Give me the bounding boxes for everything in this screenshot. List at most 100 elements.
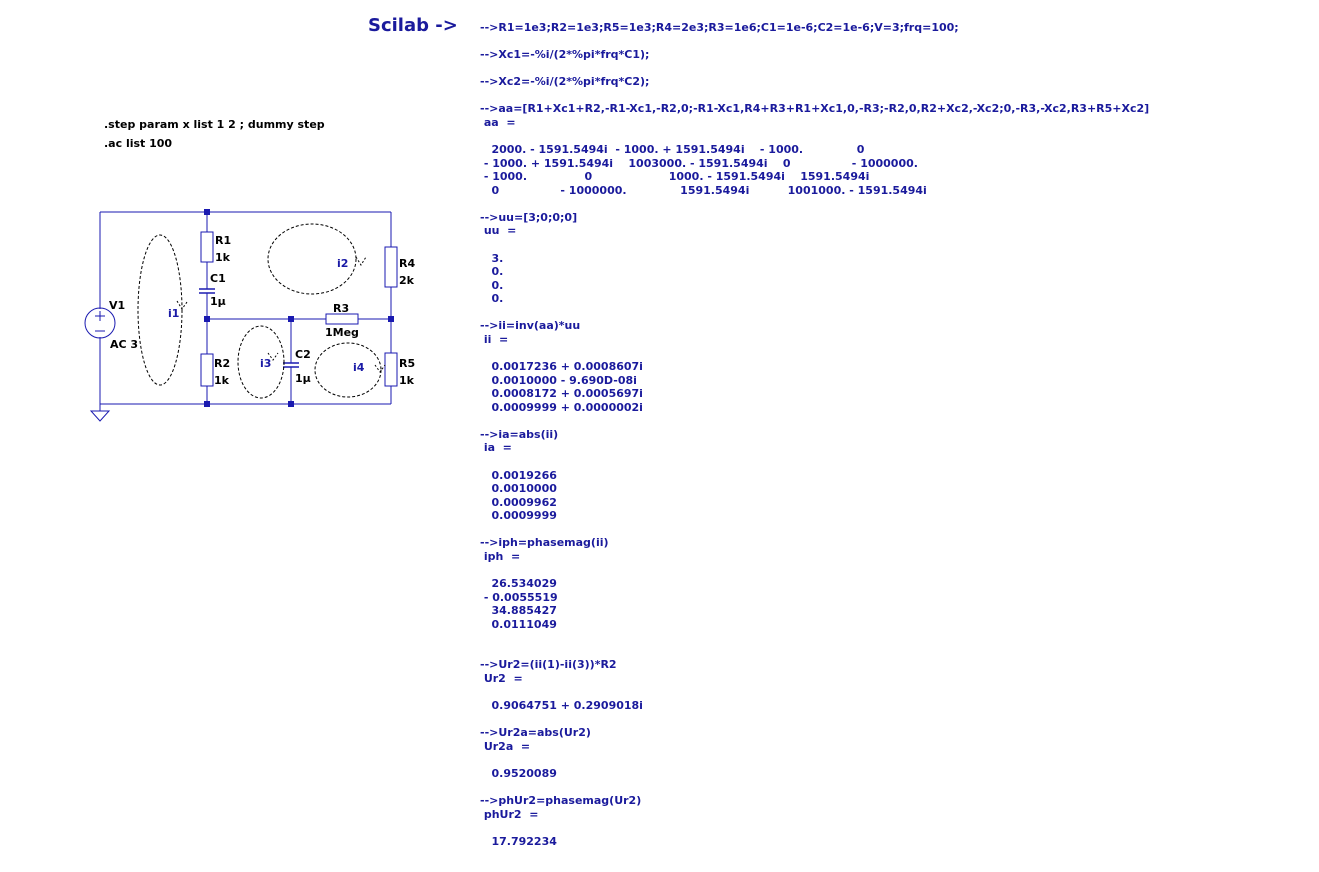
scilab-label: Scilab -> xyxy=(368,15,458,36)
console-line: ii = xyxy=(480,332,509,346)
console-line: 0. xyxy=(480,292,504,306)
resistor-r3 xyxy=(325,313,359,325)
console-line: 0.9064751 + 0.2909018i xyxy=(480,699,643,713)
v1-value: AC 3 xyxy=(110,338,138,351)
console-line: -->Ur2a=abs(Ur2) xyxy=(480,726,591,740)
console-line xyxy=(480,306,1149,320)
loop-arrows xyxy=(176,256,386,373)
console-line: 0.0009999 xyxy=(480,509,557,523)
loop-i4-label: i4 xyxy=(353,361,365,374)
console-line: Ur2 = xyxy=(480,672,523,685)
loop-i4-path xyxy=(314,342,382,398)
console-line xyxy=(480,238,1149,252)
console-line xyxy=(480,414,1149,428)
resistor-r1 xyxy=(200,231,214,263)
resistor-r2 xyxy=(200,353,214,387)
console-line: - 1000. + 1591.5494i 1003000. - 1591.549… xyxy=(480,156,918,170)
v1-name: V1 xyxy=(109,299,125,312)
r2-name: R2 xyxy=(214,357,230,370)
console-line: -->phUr2=phasemag(Ur2) xyxy=(480,794,642,808)
console-line xyxy=(480,455,1149,469)
r2-value: 1k xyxy=(214,374,230,387)
console-line xyxy=(480,686,1149,700)
resistor-r5 xyxy=(384,352,398,387)
junction-dots xyxy=(204,209,394,407)
console-line: 0.9520089 xyxy=(480,766,557,780)
c1-value: 1µ xyxy=(210,295,226,308)
loop-i2-path xyxy=(267,223,357,295)
console-line xyxy=(480,753,1149,767)
console-line xyxy=(480,523,1149,537)
loop-i2-label: i2 xyxy=(337,257,348,270)
ground-symbol xyxy=(89,410,111,422)
console-line: 0.0019266 xyxy=(480,468,557,482)
console-line xyxy=(480,197,1149,211)
loop-i1-path xyxy=(137,234,183,386)
r3-name: R3 xyxy=(333,302,349,315)
r5-name: R5 xyxy=(399,357,415,370)
console-line: -->Xc1=-%i/(2*%pi*frq*C1); xyxy=(480,48,650,62)
console-line xyxy=(480,89,1149,103)
console-line: 0 - 1000000. 1591.5494i 1001000. - 1591.… xyxy=(480,183,927,197)
console-line: - 0.0055519 xyxy=(480,590,558,604)
console-line: ia = xyxy=(480,441,512,455)
console-line: 0.0008172 + 0.0005697i xyxy=(480,387,643,401)
r1-value: 1k xyxy=(215,251,231,264)
console-line: phUr2 = xyxy=(480,807,539,821)
console-line: 26.534029 xyxy=(480,577,557,591)
console-line xyxy=(480,35,1149,49)
console-line xyxy=(480,564,1149,578)
console-line: -->iph=phasemag(ii) xyxy=(480,536,609,550)
r3-value: 1Meg xyxy=(325,326,359,339)
console-line: -->aa=[R1+Xc1+R2,-R1-Xc1,-R2,0;-R1-Xc1,R… xyxy=(480,102,1150,116)
console-line xyxy=(480,347,1149,361)
console-line: 0.0009999 + 0.0000002i xyxy=(480,400,643,414)
c2-name: C2 xyxy=(295,348,311,361)
capacitor-c2 xyxy=(283,362,299,371)
r5-value: 1k xyxy=(399,374,415,387)
console-line xyxy=(480,645,1149,659)
console-line xyxy=(480,821,1149,835)
console-line xyxy=(480,62,1149,76)
c1-name: C1 xyxy=(210,272,226,285)
console-line: - 1000. 0 1000. - 1591.5494i 1591.5494i xyxy=(480,170,870,184)
console-line: -->ia=abs(ii) xyxy=(480,427,559,441)
step-directive: .step param x list 1 2 ; dummy step xyxy=(104,118,325,131)
console-line: Ur2a = xyxy=(480,739,531,753)
loop-i3-label: i3 xyxy=(260,357,271,370)
circuit-schematic: i1 i2 i3 i4 V1 AC 3 R1 1k C1 1µ R2 1k C2… xyxy=(84,209,415,422)
console-line xyxy=(480,781,1149,795)
console-line: -->R1=1e3;R2=1e3;R5=1e3;R4=2e3;R3=1e6;C1… xyxy=(480,21,959,34)
c2-value: 1µ xyxy=(295,372,311,385)
console-line: -->uu=[3;0;0;0] xyxy=(480,210,578,224)
console-line: -->ii=inv(aa)*uu xyxy=(480,319,581,333)
r4-name: R4 xyxy=(399,257,415,270)
console-line: 0.0010000 - 9.690D-08i xyxy=(480,373,637,387)
scilab-console-output: -->R1=1e3;R2=1e3;R5=1e3;R4=2e3;R3=1e6;C1… xyxy=(480,21,1149,848)
console-line: 3. xyxy=(480,251,504,265)
console-line: 0.0010000 xyxy=(480,482,557,496)
loop-i1-label: i1 xyxy=(168,307,179,320)
console-line: 34.885427 xyxy=(480,604,557,618)
console-line xyxy=(480,631,1149,645)
console-line xyxy=(480,713,1149,727)
capacitor-c1 xyxy=(199,288,215,303)
console-line: 0.0009962 xyxy=(480,495,557,509)
r1-name: R1 xyxy=(215,234,231,247)
console-line: 2000. - 1591.5494i - 1000. + 1591.5494i … xyxy=(480,143,865,157)
console-line: 17.792234 xyxy=(480,834,557,848)
console-line: iph = xyxy=(480,549,521,563)
voltage-source-v1 xyxy=(84,307,116,339)
console-line: aa = xyxy=(480,115,516,129)
console-line: 0.0017236 + 0.0008607i xyxy=(480,360,643,374)
console-line: 0. xyxy=(480,278,504,292)
ac-directive: .ac list 100 xyxy=(104,137,173,150)
r4-value: 2k xyxy=(399,274,415,287)
console-line: uu = xyxy=(480,224,517,238)
console-line xyxy=(480,130,1149,144)
console-line: 0. xyxy=(480,265,504,279)
console-line: -->Ur2=(ii(1)-ii(3))*R2 xyxy=(480,658,617,672)
loop-i3-path xyxy=(237,325,285,399)
console-line: 0.0111049 xyxy=(480,617,557,631)
console-line: -->Xc2=-%i/(2*%pi*frq*C2); xyxy=(480,75,650,89)
